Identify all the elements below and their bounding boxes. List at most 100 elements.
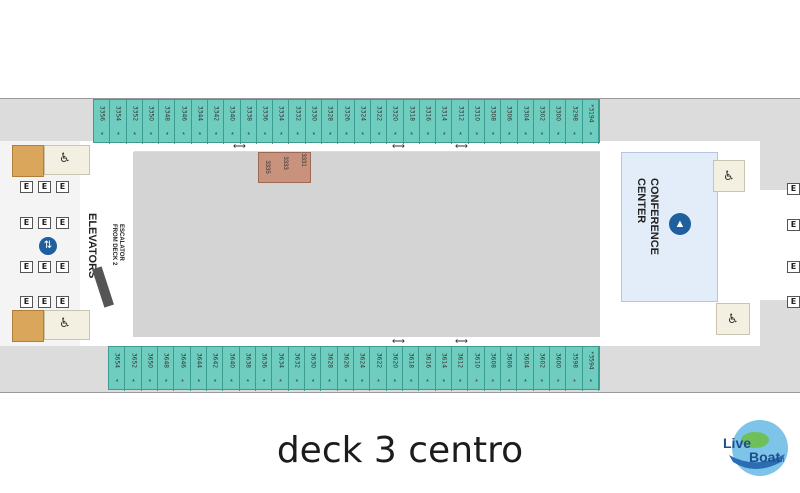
cabin: 3324* bbox=[355, 100, 371, 144]
fire-door-icon: ⟷ bbox=[392, 141, 405, 151]
cabin-number: 3652 bbox=[130, 352, 137, 369]
cabin: 3614* bbox=[436, 347, 452, 391]
svg-text:.it: .it bbox=[779, 457, 785, 464]
cabin-marker: * bbox=[117, 132, 120, 139]
liveboat-logo: Live Boat .it bbox=[723, 420, 788, 476]
cabin-marker: * bbox=[573, 379, 576, 386]
cabin-number: 3328 bbox=[326, 105, 334, 122]
suite-block: 3335 3333 3331 bbox=[258, 152, 311, 183]
cabin-marker: * bbox=[246, 379, 250, 386]
elevator: E bbox=[787, 183, 800, 195]
cabin: 3606 * bbox=[501, 347, 518, 391]
elevator: E bbox=[20, 217, 33, 229]
elevator: E bbox=[56, 181, 69, 193]
cabin-marker: * bbox=[556, 379, 560, 386]
cabin-number: 3642 bbox=[211, 352, 219, 369]
cabin-marker: * bbox=[507, 379, 511, 386]
cabin-number: 3604 bbox=[522, 352, 529, 369]
cabin-marker: * bbox=[459, 132, 462, 139]
cabin-number: 3324 bbox=[359, 105, 367, 122]
cabin-marker: * bbox=[262, 379, 266, 386]
cabin-marker: * bbox=[410, 132, 414, 139]
cabin-number: *3194 bbox=[587, 104, 595, 123]
cabin-marker: * bbox=[312, 132, 316, 139]
cabin-number: 3354 bbox=[114, 105, 122, 122]
cabin-number: 3304 bbox=[522, 105, 530, 122]
cabin: 3342* bbox=[208, 100, 225, 144]
cabin-marker: * bbox=[132, 379, 135, 386]
elevator: E bbox=[20, 181, 33, 193]
cabin-number: 3612 bbox=[456, 352, 464, 369]
cabin-marker: * bbox=[344, 379, 348, 386]
cabin-marker: * bbox=[491, 379, 495, 386]
cabin-number: 3638 bbox=[244, 352, 252, 369]
cabin-marker: * bbox=[458, 379, 462, 386]
cabin-marker: * bbox=[115, 379, 119, 386]
cabin-number: 3628 bbox=[326, 352, 333, 369]
cabin-marker: * bbox=[328, 379, 331, 386]
elevator: E bbox=[56, 261, 69, 273]
cabin-number: 3322 bbox=[375, 105, 383, 122]
restroom-top: ♿︎ bbox=[44, 145, 90, 175]
cabin: 3326 * bbox=[338, 100, 355, 144]
cabin-number: 3316 bbox=[424, 105, 432, 122]
cabin-marker: * bbox=[377, 132, 381, 139]
stairwell-top bbox=[12, 145, 44, 177]
cabin-number: 3616 bbox=[424, 352, 431, 369]
cabin-marker: * bbox=[442, 379, 446, 386]
cabin: 3618* bbox=[403, 347, 420, 391]
elevator: E bbox=[38, 261, 51, 273]
hull-line-top bbox=[0, 98, 800, 99]
cabin-marker: * bbox=[508, 132, 511, 139]
cabin: 3308* bbox=[485, 100, 502, 144]
cabin-marker: * bbox=[311, 379, 315, 386]
cabin-number: 3326 bbox=[343, 105, 350, 122]
cabin-marker: * bbox=[279, 132, 283, 139]
fire-door-icon: ⟷ bbox=[455, 336, 468, 346]
cabin-number: *3594 bbox=[587, 351, 595, 370]
elevator: E bbox=[38, 181, 51, 193]
elevator: E bbox=[787, 296, 800, 308]
fire-door-icon: ⟷ bbox=[392, 336, 405, 346]
cabin: 3328* bbox=[322, 100, 339, 144]
cabin-number: 3342 bbox=[212, 105, 220, 122]
cabin-number: 3620 bbox=[391, 352, 399, 369]
cabin-marker: * bbox=[393, 379, 397, 386]
conference-label-line1: CONFERENCE bbox=[648, 178, 660, 256]
restroom-right-bottom: ♿︎ bbox=[716, 303, 750, 335]
cabin-number: 3344 bbox=[196, 105, 204, 122]
cabin-marker: * bbox=[182, 132, 185, 139]
cabin-number: 3600 bbox=[554, 352, 562, 369]
cabin: 3320* bbox=[387, 100, 404, 144]
wheelchair-icon: ♿︎ bbox=[723, 168, 735, 183]
cabin: 3646* bbox=[174, 347, 191, 391]
cabin-number: 3624 bbox=[358, 352, 366, 369]
suite-number: 3335 bbox=[264, 160, 270, 174]
cabin: 3348* bbox=[159, 100, 176, 144]
cabin: 3346* bbox=[175, 100, 192, 144]
cabin: 3610 * bbox=[468, 347, 485, 391]
cabin-marker: * bbox=[345, 132, 348, 139]
cabin-number: 3610 bbox=[473, 352, 480, 369]
cabin: 3352* bbox=[127, 100, 143, 144]
cabin: 3340* bbox=[224, 100, 241, 144]
cabin-marker: * bbox=[540, 379, 544, 386]
cabin-row-top: 3356*3354*3352*3350*3348*3346*3344*3342*… bbox=[93, 99, 600, 144]
cabin-marker: * bbox=[426, 132, 430, 139]
corridor-top bbox=[80, 141, 720, 151]
cabin-marker: * bbox=[164, 379, 168, 386]
cabin: 3640* bbox=[223, 347, 240, 391]
cabin: 3300* bbox=[550, 100, 567, 144]
cabin-number: 3340 bbox=[228, 105, 236, 122]
cabin-marker: * bbox=[475, 379, 478, 386]
cabin-marker: * bbox=[198, 132, 202, 139]
cabin-number: 3618 bbox=[407, 352, 415, 369]
cabin: 3344 * bbox=[192, 100, 209, 144]
restroom-bottom: ♿︎ bbox=[44, 310, 90, 340]
elevator: E bbox=[56, 296, 69, 308]
cabin-number: 3606 bbox=[505, 352, 513, 369]
cabin: 3602 * bbox=[534, 347, 550, 391]
cabin-number: 3602 bbox=[538, 352, 546, 369]
cabin-number: 3626 bbox=[342, 352, 350, 369]
suite-number: 3331 bbox=[300, 153, 306, 167]
